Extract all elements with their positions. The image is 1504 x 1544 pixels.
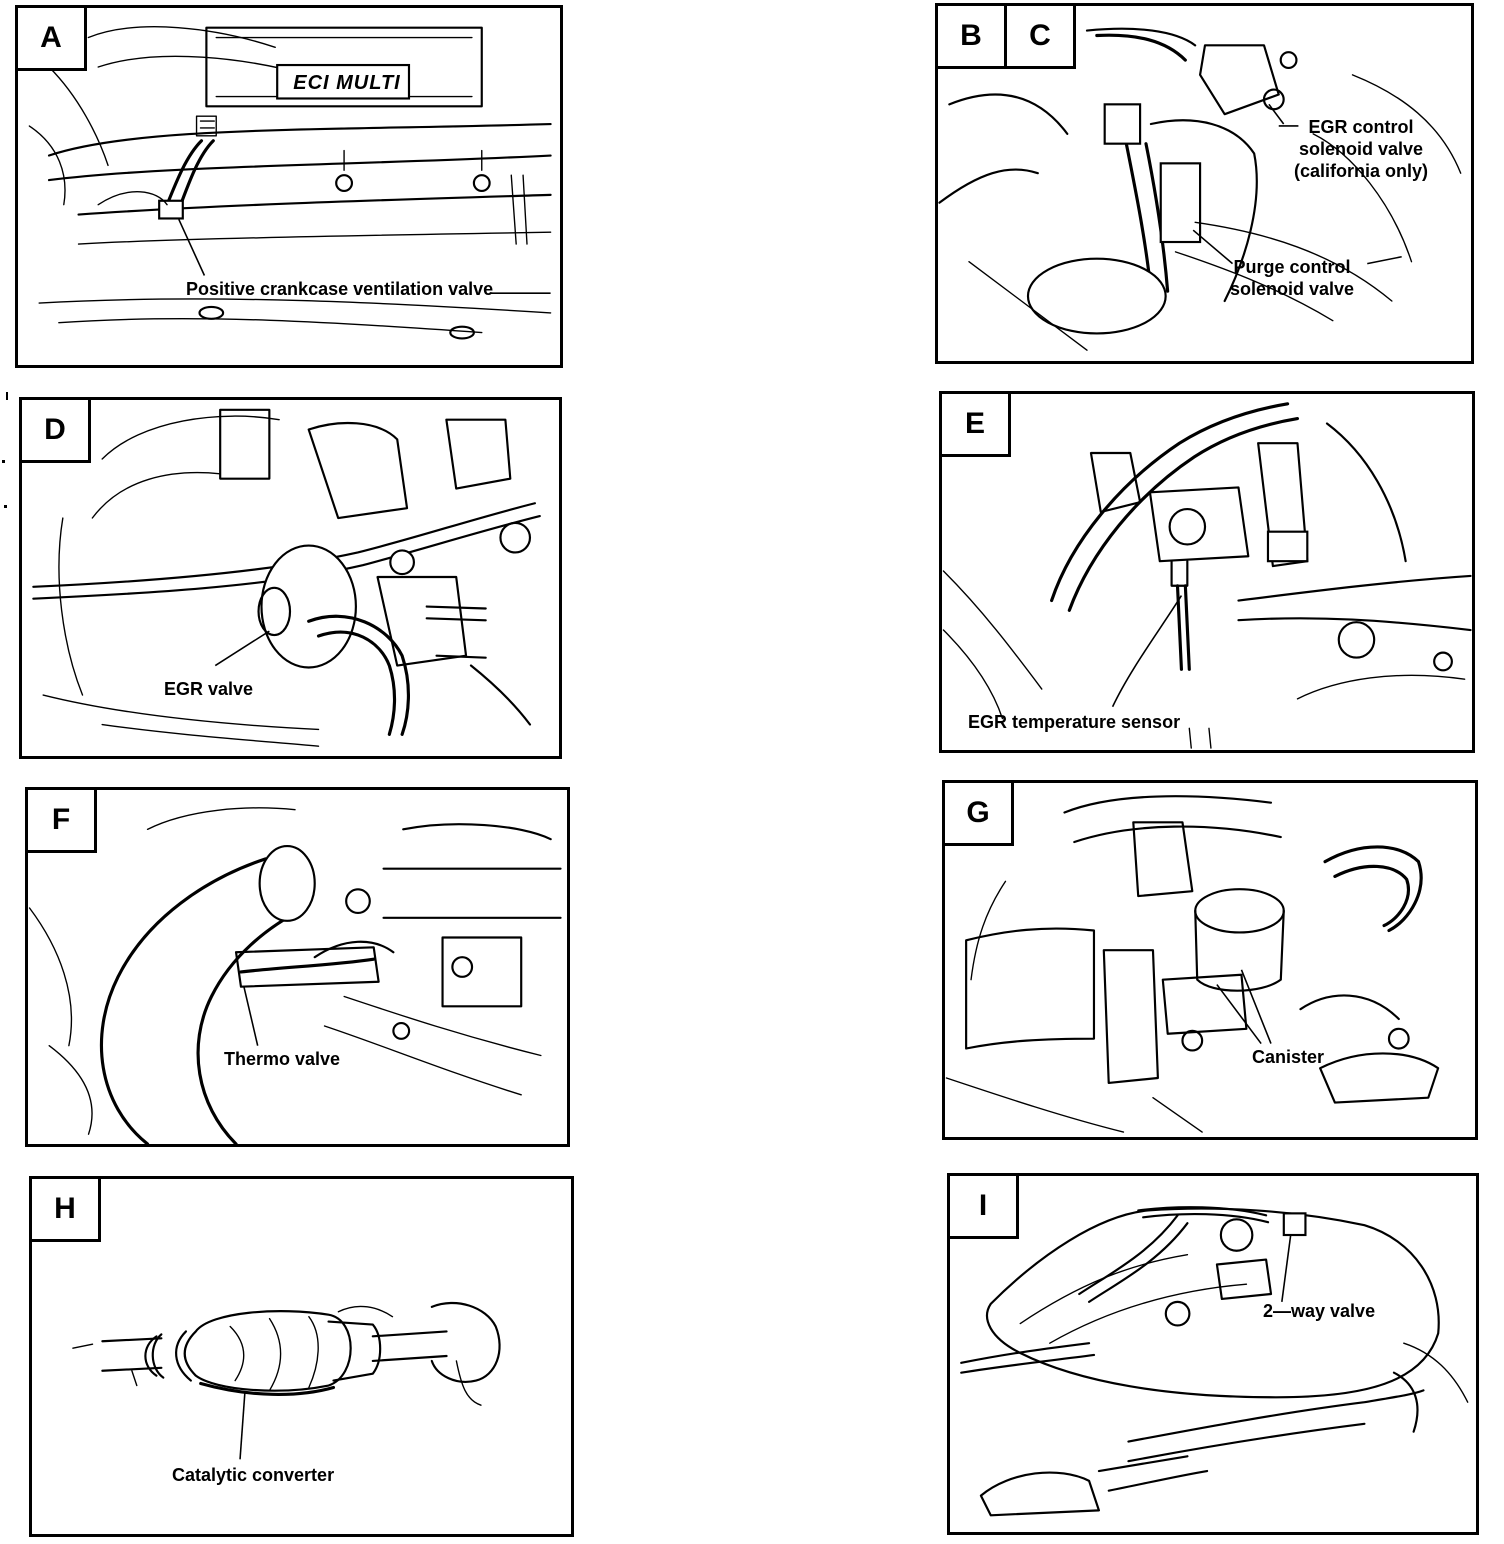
panel-letter: B: [960, 19, 982, 52]
egr-temperature-sensor-label: EGR temperature sensor: [968, 712, 1181, 732]
panel-a: ECI MULTI A Positive crankcase ventilati…: [15, 5, 563, 368]
egr-valve-label: EGR valve: [164, 679, 254, 699]
panel-i: I 2—way valve: [947, 1173, 1479, 1535]
panel-f: F Thermo valve: [25, 787, 570, 1147]
panel-letter: F: [51, 803, 71, 836]
canister-label: Canister: [1252, 1047, 1325, 1067]
panel-h: H Catalytic converter: [29, 1176, 574, 1537]
eci-multi-badge: ECI MULTI: [293, 71, 401, 94]
margin-speck: [6, 392, 8, 400]
panel-f-letter-box: F: [28, 790, 97, 853]
egr-valve-illustration: [32, 408, 541, 747]
panel-letter: A: [40, 21, 62, 54]
catalytic-converter-illustration: [72, 1302, 501, 1460]
two-way-valve-label: 2—way valve: [1263, 1301, 1376, 1321]
panel-g-letter-box: G: [945, 783, 1014, 846]
solenoid-valves-illustration: [938, 27, 1462, 351]
egr-temperature-sensor-illustration: [942, 402, 1472, 749]
pcv-valve-illustration: [28, 26, 552, 340]
panel-letter: D: [44, 413, 66, 446]
margin-speck: [2, 460, 5, 463]
panel-letter: E: [964, 407, 985, 440]
panel-a-letter-box: A: [18, 8, 87, 71]
panel-bc-letter-box: B C: [938, 6, 1076, 69]
purge-control-solenoid-label: Purge control solenoid valve: [1230, 257, 1355, 299]
panel-d-letter-box: D: [22, 400, 91, 463]
panel-letter: C: [1004, 6, 1073, 66]
panel-h-letter-box: H: [32, 1179, 101, 1242]
two-way-valve-illustration: [960, 1206, 1469, 1517]
panel-i-letter-box: I: [950, 1176, 1019, 1239]
egr-control-solenoid-label: EGR control solenoid valve (california o…: [1294, 117, 1429, 181]
thermo-valve-illustration: [28, 807, 562, 1144]
panel-letter: G: [966, 796, 990, 829]
panel-letter: H: [54, 1192, 76, 1225]
panel-bc: B C EGR control solenoid valve (californ…: [935, 3, 1474, 364]
thermo-valve-label: Thermo valve: [224, 1049, 341, 1069]
margin-speck: [4, 505, 7, 508]
panel-g: G Canister: [942, 780, 1478, 1140]
panel-e-letter-box: E: [942, 394, 1011, 457]
panel-d: D EGR valve: [19, 397, 562, 759]
catalytic-converter-label: Catalytic converter: [172, 1465, 335, 1485]
panel-e: E EGR temperature sensor: [939, 391, 1475, 753]
canister-illustration: [945, 795, 1440, 1133]
panel-letter: I: [978, 1189, 988, 1222]
pcv-valve-label: Positive crankcase ventilation valve: [186, 279, 494, 299]
